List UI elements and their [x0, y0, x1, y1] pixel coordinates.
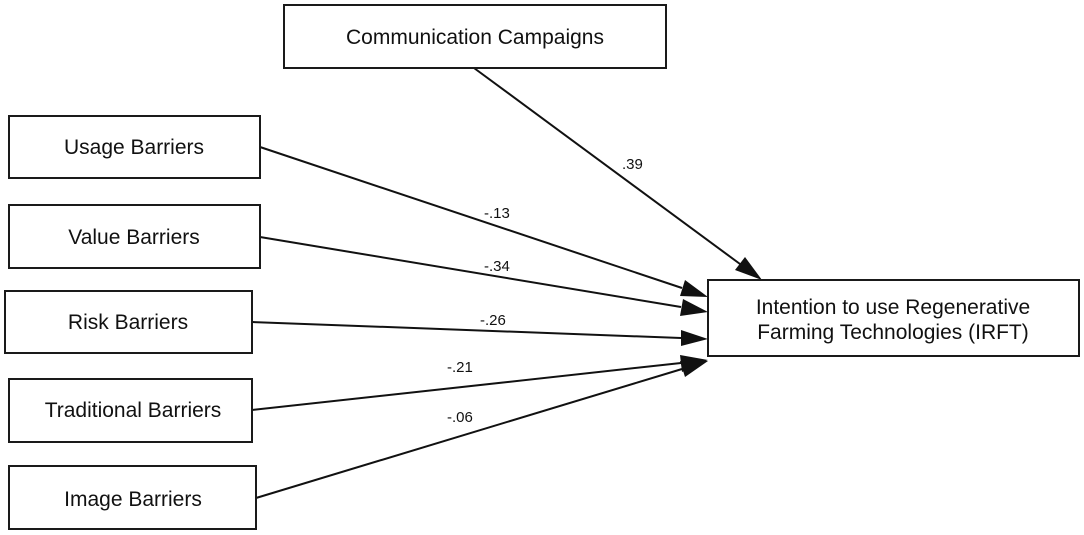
arrowhead-risk-irft	[681, 330, 708, 346]
coefficient-image: -.06	[447, 409, 473, 426]
node-irft: Intention to use Regenerative Farming Te…	[707, 279, 1080, 357]
node-value-barriers: Value Barriers	[8, 204, 261, 269]
edge-risk-irft	[251, 321, 682, 339]
arrowhead-usage-irft	[680, 280, 708, 297]
node-label: Risk Barriers	[68, 311, 188, 334]
arrowhead-communication-irft	[735, 257, 762, 280]
coefficient-value: -.34	[484, 258, 510, 275]
node-label: Value Barriers	[68, 226, 200, 249]
node-traditional-barriers: Traditional Barriers	[8, 378, 253, 443]
node-label: Image Barriers	[64, 488, 202, 511]
coefficient-risk: -.26	[480, 312, 506, 329]
coefficient-traditional: -.21	[447, 359, 473, 376]
node-image-barriers: Image Barriers	[8, 465, 257, 530]
edge-labels: .39 -.13 -.34 -.26 -.21 -.06	[447, 156, 643, 426]
edge-usage-irft	[259, 146, 683, 289]
node-usage-barriers: Usage Barriers	[8, 115, 261, 179]
coefficient-communication: .39	[622, 156, 643, 173]
edge-image-irft	[255, 368, 683, 499]
node-label-line-1: Intention to use Regenerative	[756, 296, 1030, 319]
edge-communication-irft	[473, 67, 741, 265]
node-risk-barriers: Risk Barriers	[4, 290, 253, 354]
node-label: Usage Barriers	[64, 136, 204, 159]
node-label: Communication Campaigns	[346, 26, 604, 49]
edge-value-irft	[259, 236, 682, 308]
arrowhead-value-irft	[680, 299, 708, 316]
node-label: Traditional Barriers	[45, 399, 222, 422]
arrowhead-image-irft	[680, 361, 708, 377]
edge-traditional-irft	[251, 362, 682, 411]
coefficient-usage: -.13	[484, 205, 510, 222]
node-communication-campaigns: Communication Campaigns	[283, 4, 667, 69]
edges	[251, 67, 762, 499]
node-label-line-2: Farming Technologies (IRFT)	[757, 321, 1029, 344]
